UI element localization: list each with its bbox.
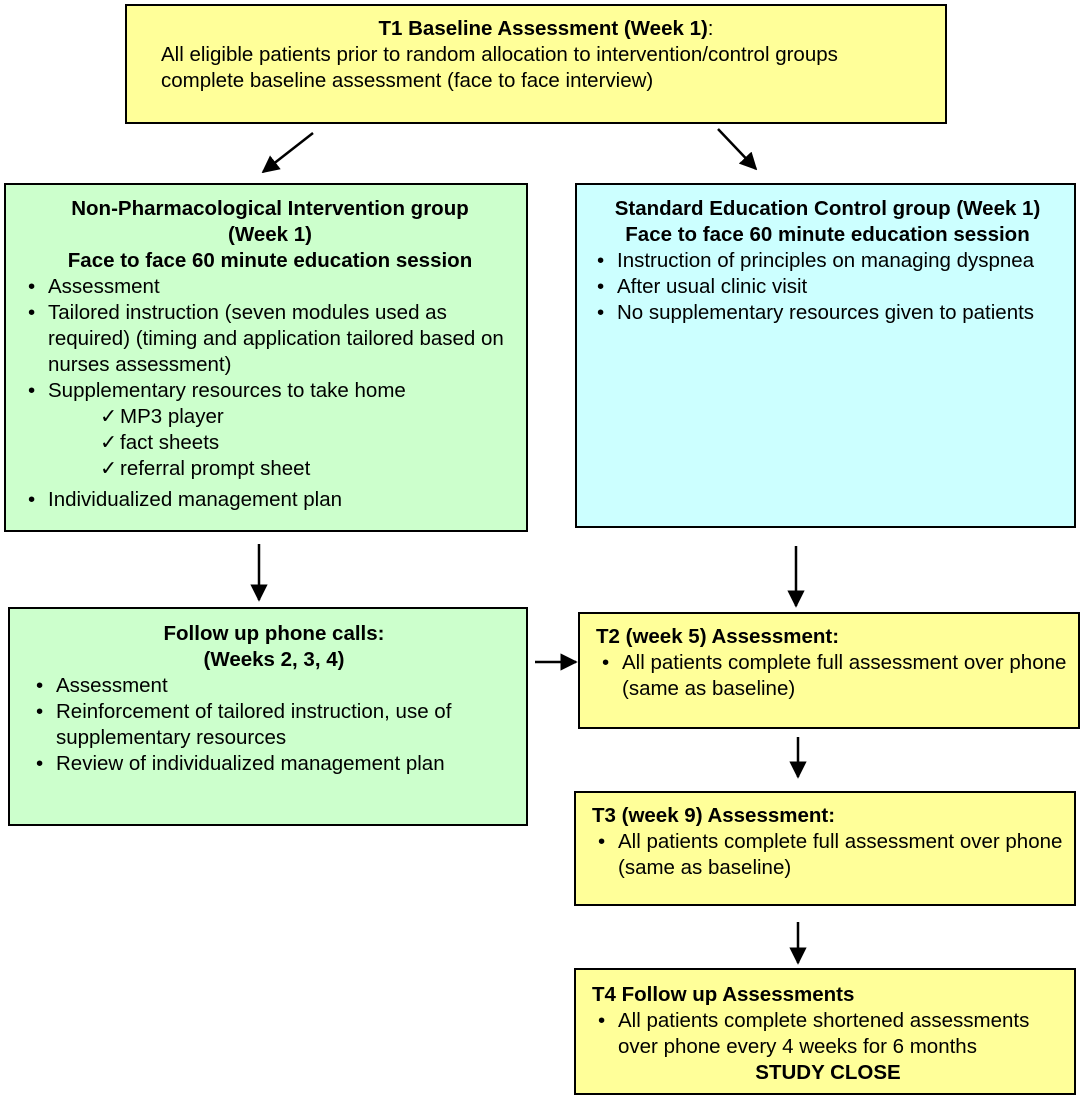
t1-baseline-box: T1 Baseline Assessment (Week 1): All eli… xyxy=(125,4,947,124)
study-close-label: STUDY CLOSE xyxy=(755,1061,901,1084)
intervention-session: Face to face 60 minute education session xyxy=(67,249,473,272)
t1-description-1: All eligible patients prior to random al… xyxy=(161,43,838,66)
list-item: All patients complete full assessment ov… xyxy=(596,650,1068,702)
list-item: Tailored instruction (seven modules used… xyxy=(22,300,518,378)
list-item: All patients complete shortened assessme… xyxy=(592,1008,1064,1060)
list-item: Assessment xyxy=(30,673,518,699)
t4-title: T4 Follow up Assessments xyxy=(592,983,855,1006)
followup-list: Assessment Reinforcement of tailored ins… xyxy=(30,673,518,777)
followup-title: Follow up phone calls: xyxy=(163,622,385,645)
resource-item: MP3 player xyxy=(100,404,518,430)
followup-weeks: (Weeks 2, 3, 4) xyxy=(203,648,345,671)
t3-title: T3 (week 9) Assessment: xyxy=(592,804,836,827)
control-list: Instruction of principles on managing dy… xyxy=(591,248,1064,326)
list-item: Supplementary resources to take home MP3… xyxy=(22,378,518,482)
intervention-week: (Week 1) xyxy=(228,223,312,246)
intervention-list: Assessment Tailored instruction (seven m… xyxy=(22,274,518,513)
list-item: No supplementary resources given to pati… xyxy=(591,300,1064,326)
t2-assessment-box: T2 (week 5) Assessment: All patients com… xyxy=(578,612,1080,729)
list-item: Assessment xyxy=(22,274,518,300)
t2-list: All patients complete full assessment ov… xyxy=(596,650,1068,702)
arrow-t1-to-control xyxy=(717,128,758,171)
list-item: Individualized management plan xyxy=(22,487,518,513)
list-item: Reinforcement of tailored instruction, u… xyxy=(30,699,518,751)
t4-list: All patients complete shortened assessme… xyxy=(592,1008,1064,1060)
resource-item: fact sheets xyxy=(100,430,518,456)
t1-colon: : xyxy=(707,17,714,40)
list-item: All patients complete full assessment ov… xyxy=(592,829,1064,881)
list-item: After usual clinic visit xyxy=(591,274,1064,300)
t1-title: T1 Baseline Assessment (Week 1) xyxy=(378,17,708,40)
intervention-title: Non-Pharmacological Intervention group xyxy=(71,197,469,220)
resources-list: MP3 player fact sheets referral prompt s… xyxy=(48,404,518,482)
list-item: Instruction of principles on managing dy… xyxy=(591,248,1064,274)
t3-assessment-box: T3 (week 9) Assessment: All patients com… xyxy=(574,791,1076,906)
arrow-t1-to-intervention xyxy=(261,132,314,174)
t1-title-line: T1 Baseline Assessment (Week 1): xyxy=(161,16,931,42)
control-session: Face to face 60 minute education session xyxy=(625,223,1030,246)
control-title: Standard Education Control group (Week 1… xyxy=(614,197,1041,220)
t1-description-2: complete baseline assessment (face to fa… xyxy=(161,69,654,92)
followup-calls-box: Follow up phone calls: (Weeks 2, 3, 4) A… xyxy=(8,607,528,826)
list-item: Review of individualized management plan xyxy=(30,751,518,777)
resource-item: referral prompt sheet xyxy=(100,456,518,482)
intervention-group-box: Non-Pharmacological Intervention group (… xyxy=(4,183,528,532)
t3-list: All patients complete full assessment ov… xyxy=(592,829,1064,881)
control-group-box: Standard Education Control group (Week 1… xyxy=(575,183,1076,528)
t4-followup-assessments-box: T4 Follow up Assessments All patients co… xyxy=(574,968,1076,1095)
t2-title: T2 (week 5) Assessment: xyxy=(596,625,840,648)
